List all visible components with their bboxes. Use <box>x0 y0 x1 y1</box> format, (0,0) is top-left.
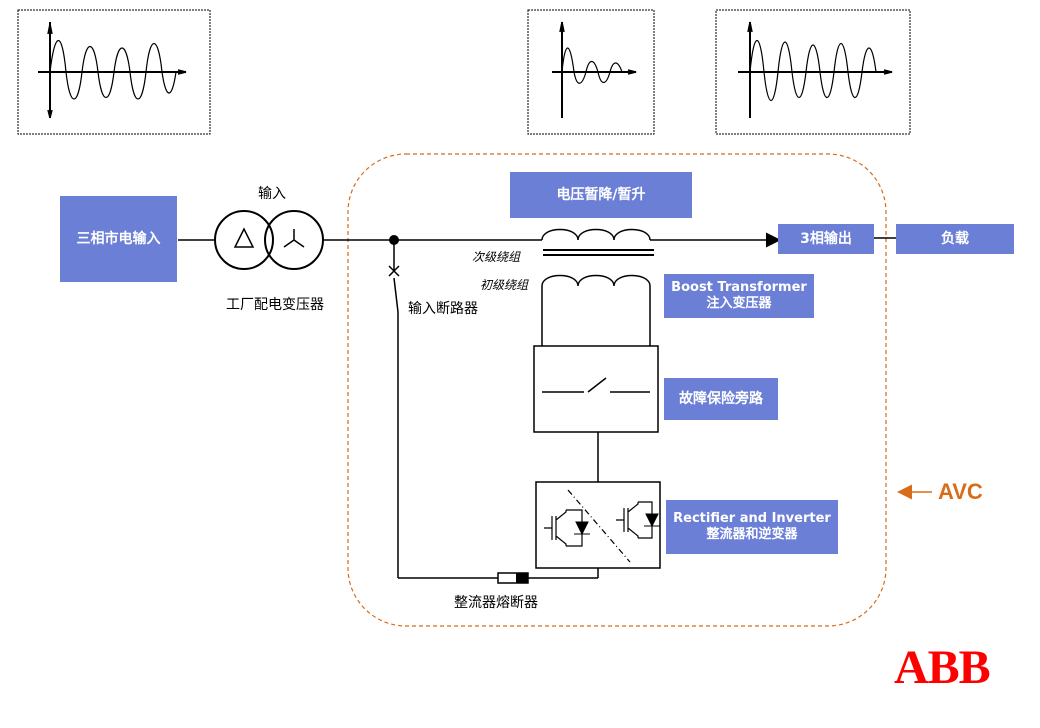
load-label: 负载 <box>941 230 969 247</box>
abb-logo: ABB <box>894 641 991 694</box>
grid-input-box: 三相市电输入 <box>60 196 177 282</box>
avc-label: AVC <box>938 479 983 504</box>
sag-swell-box: 电压暂降/暂升 <box>510 172 692 218</box>
primary-winding-symbol <box>541 274 651 346</box>
input-breaker-symbol <box>388 240 400 578</box>
rectifier-fuse-symbol <box>497 572 529 584</box>
input-label: 输入 <box>258 186 286 202</box>
output-waveform-panel <box>715 9 911 135</box>
rectifier-fuse-label: 整流器熔断器 <box>454 595 538 611</box>
fault-bypass-box: 故障保险旁路 <box>664 378 778 420</box>
output-label: 3相输出 <box>800 230 852 247</box>
sag-waveform-panel <box>527 9 655 135</box>
input-waveform-panel <box>17 9 211 135</box>
secondary-winding-label: 次级绕组 <box>472 250 521 264</box>
boost-transformer-en-label: Boost Transformer <box>671 280 807 296</box>
plant-transformer-label: 工厂配电变压器 <box>226 297 324 313</box>
boost-transformer-box: Boost Transformer 注入变压器 <box>664 274 814 318</box>
rectifier-cn-label: 整流器和逆变器 <box>706 527 798 542</box>
fault-bypass-symbol <box>533 345 659 433</box>
rectifier-en-label: Rectifier and Inverter <box>673 511 831 527</box>
fault-bypass-label: 故障保险旁路 <box>679 390 763 407</box>
plant-transformer-symbol <box>214 210 324 270</box>
rectifier-inverter-box: Rectifier and Inverter 整流器和逆变器 <box>666 500 838 554</box>
boost-transformer-cn-label: 注入变压器 <box>706 296 772 311</box>
secondary-winding-symbol <box>541 228 654 256</box>
load-box: 负载 <box>896 224 1014 254</box>
avc-boundary <box>347 153 887 627</box>
grid-input-label: 三相市电输入 <box>76 230 161 247</box>
output-box: 3相输出 <box>778 224 874 254</box>
sag-swell-label: 电压暂降/暂升 <box>556 186 646 203</box>
input-breaker-label: 输入断路器 <box>408 301 478 317</box>
primary-winding-label: 初级绕组 <box>480 278 529 292</box>
rectifier-inverter-symbol <box>535 481 661 569</box>
